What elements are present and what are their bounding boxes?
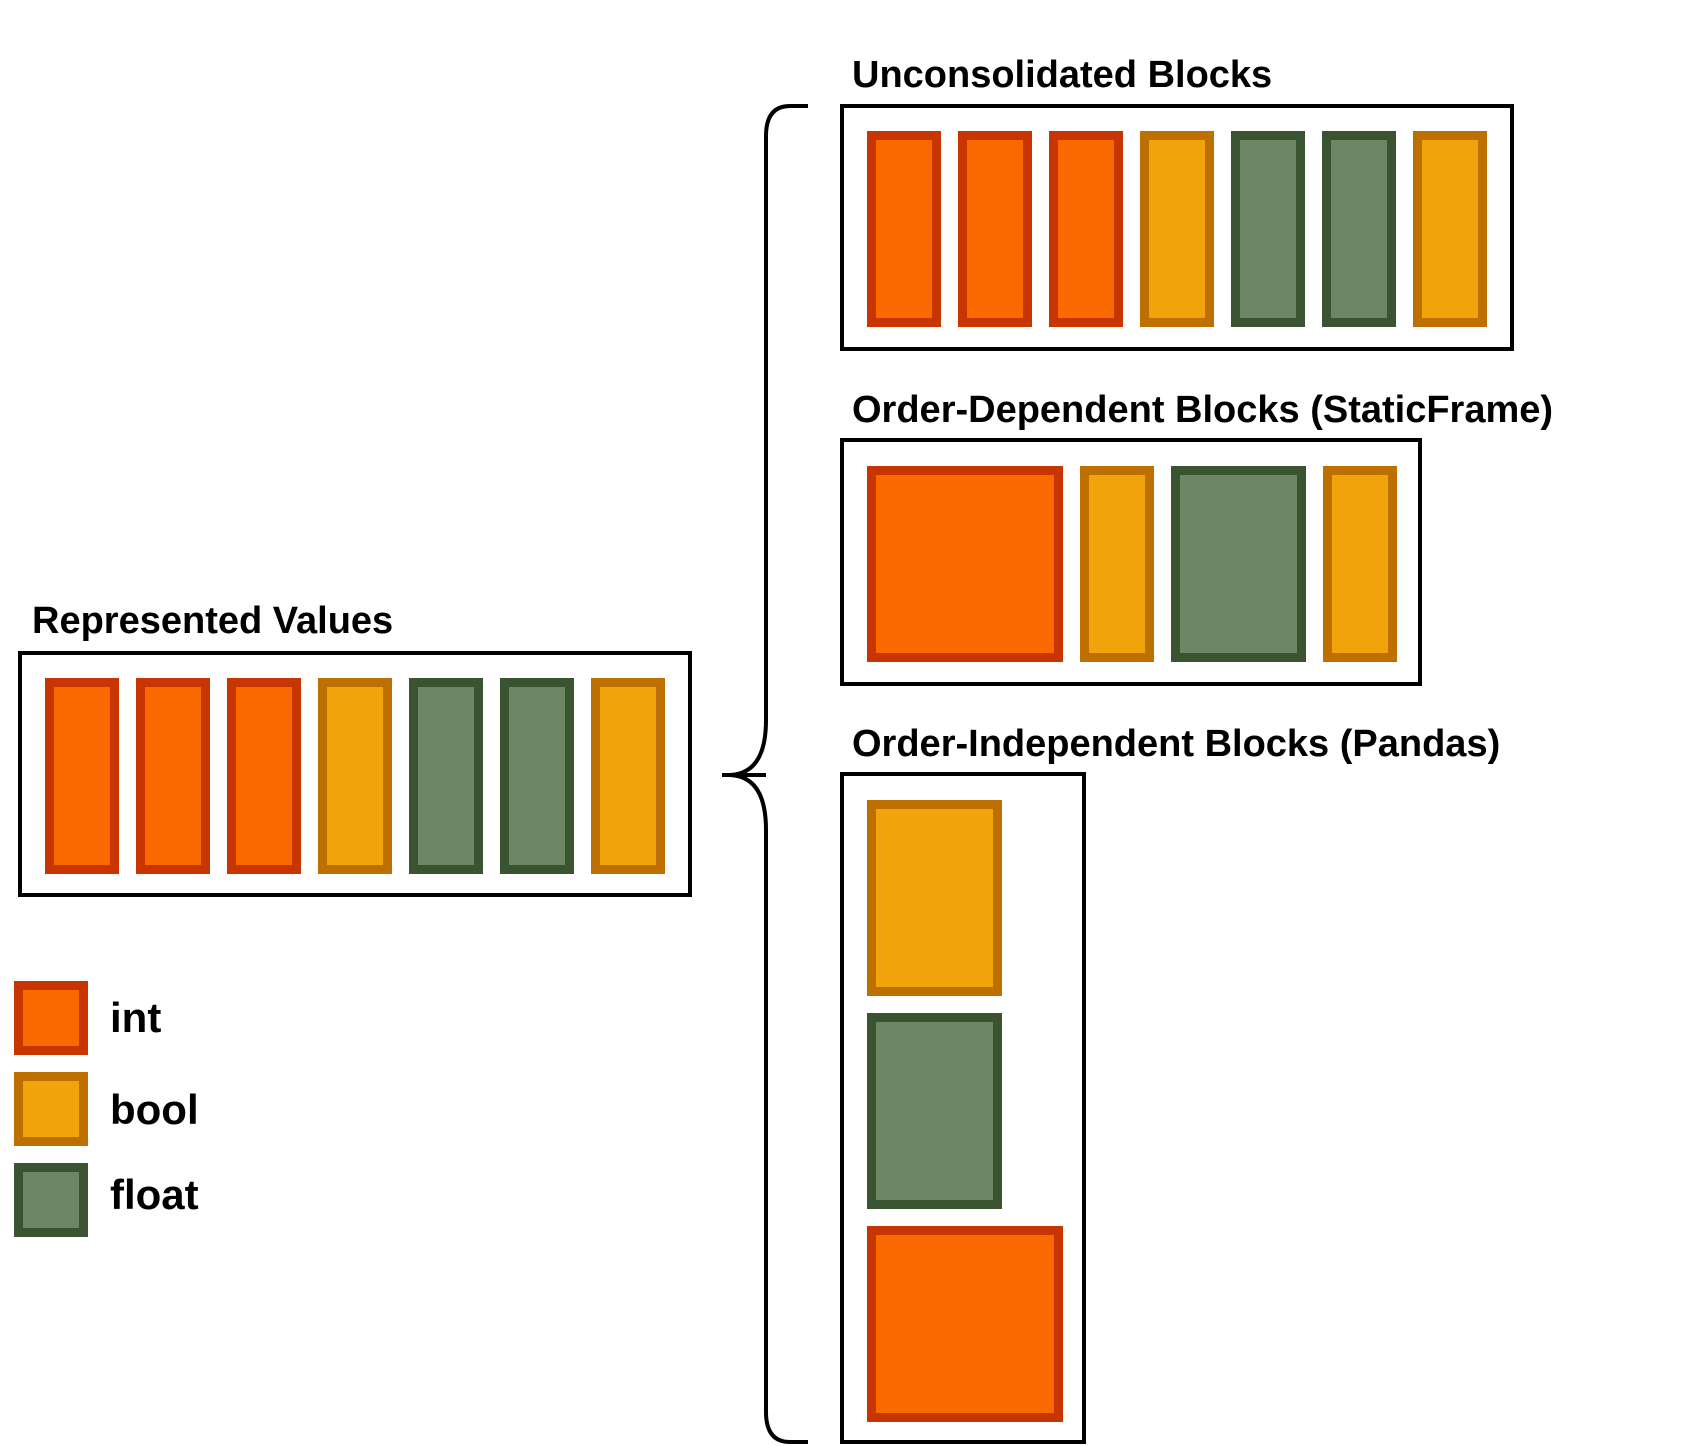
bool-consolidated-block xyxy=(867,800,1002,996)
unconsolidated-blocks-title: Unconsolidated Blocks xyxy=(852,54,1273,96)
int-column-block xyxy=(136,678,210,874)
order-dependent-blocks-title: Order-Dependent Blocks (StaticFrame) xyxy=(852,389,1554,431)
int-consolidated-block xyxy=(867,1226,1063,1422)
legend-bool-swatch xyxy=(14,1072,88,1146)
order-independent-blocks-panel xyxy=(840,772,1086,1444)
int-block xyxy=(1049,131,1123,327)
bool-block xyxy=(1140,131,1214,327)
order-independent-blocks-title: Order-Independent Blocks (Pandas) xyxy=(852,723,1501,765)
order-dependent-blocks-panel xyxy=(840,438,1422,686)
unconsolidated-blocks-panel xyxy=(840,104,1514,351)
int-block xyxy=(867,131,941,327)
float-consolidated-block xyxy=(867,1013,1002,1209)
float-block xyxy=(1322,131,1396,327)
int-column-block xyxy=(45,678,119,874)
bool-block xyxy=(1080,466,1154,662)
float-column-block xyxy=(409,678,483,874)
represented-values-panel xyxy=(18,651,692,897)
float-column-block xyxy=(500,678,574,874)
float-consolidated-block xyxy=(1171,466,1306,662)
float-block xyxy=(1231,131,1305,327)
represented-values-title: Represented Values xyxy=(32,600,394,642)
int-column-block xyxy=(227,678,301,874)
legend-float-swatch xyxy=(14,1163,88,1237)
int-block xyxy=(958,131,1032,327)
legend-int-swatch xyxy=(14,981,88,1055)
legend-float-label: float xyxy=(110,1171,199,1218)
bool-block xyxy=(1323,466,1397,662)
bool-column-block xyxy=(318,678,392,874)
bool-block xyxy=(1413,131,1487,327)
legend-bool-label: bool xyxy=(110,1086,199,1133)
bool-column-block xyxy=(591,678,665,874)
legend-int-label: int xyxy=(110,994,162,1041)
int-consolidated-block xyxy=(867,466,1063,662)
